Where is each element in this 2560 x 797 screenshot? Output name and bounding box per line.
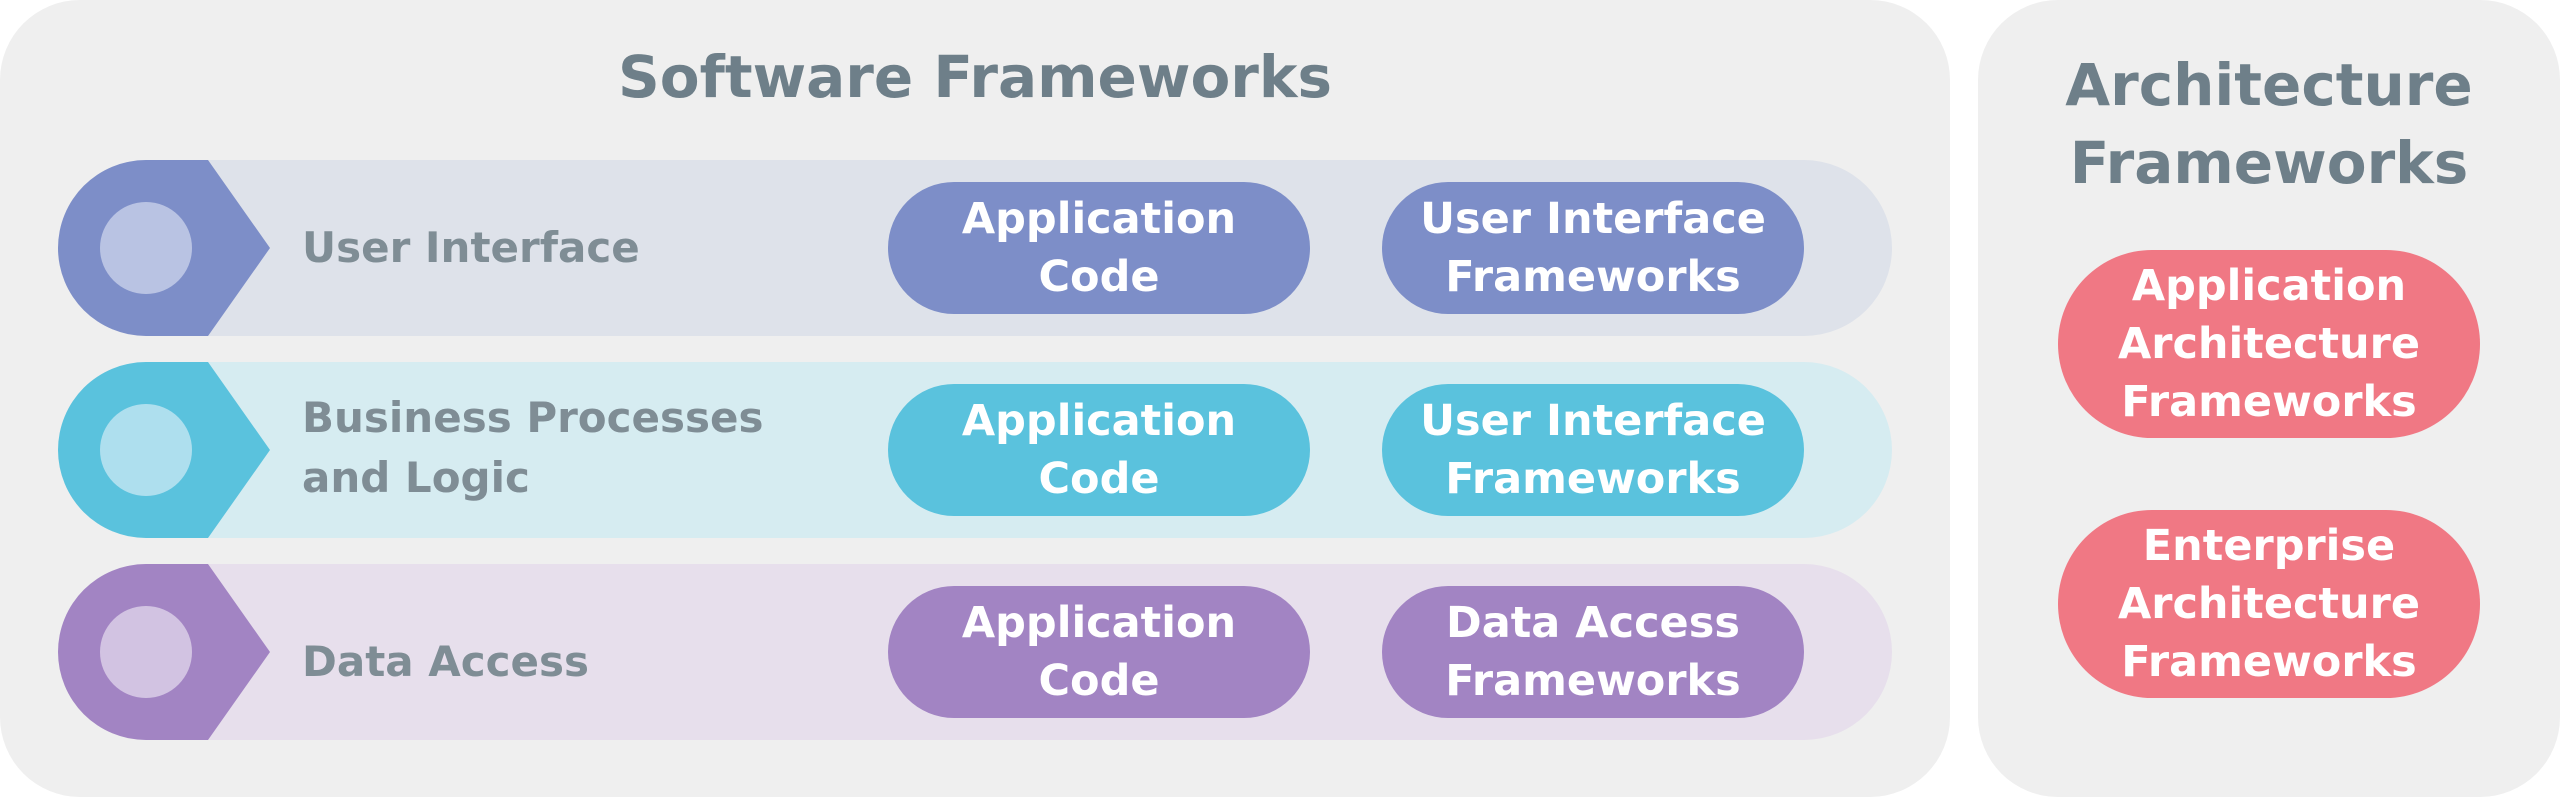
application-code-box-user-interface: Application Code: [888, 182, 1310, 314]
layer-label-business-logic: Business Processes and Logic: [302, 393, 764, 502]
layer-marker-icon-user-interface: [58, 160, 270, 336]
layer-marker-icon-data-access: [58, 564, 270, 740]
application-architecture-frameworks-box: Application Architecture Frameworks: [2058, 250, 2480, 438]
layer-marker-icon-business-logic: [58, 362, 270, 538]
layer-label-user-interface: User Interface: [302, 223, 640, 272]
user-interface-frameworks-box: User Interface Frameworks: [1382, 182, 1804, 314]
architecture-frameworks-title: Architecture Frameworks: [2065, 51, 2473, 197]
application-code-box-data-access: Application Code: [888, 586, 1310, 718]
application-code-box-business-logic: Application Code: [888, 384, 1310, 516]
data-access-frameworks-box: Data Access Frameworks: [1382, 586, 1804, 718]
software-frameworks-title: Software Frameworks: [618, 43, 1332, 111]
layer-label-data-access: Data Access: [302, 637, 590, 686]
enterprise-architecture-frameworks-box: Enterprise Architecture Frameworks: [2058, 510, 2480, 698]
user-interface-frameworks-box-business-logic: User Interface Frameworks: [1382, 384, 1804, 516]
